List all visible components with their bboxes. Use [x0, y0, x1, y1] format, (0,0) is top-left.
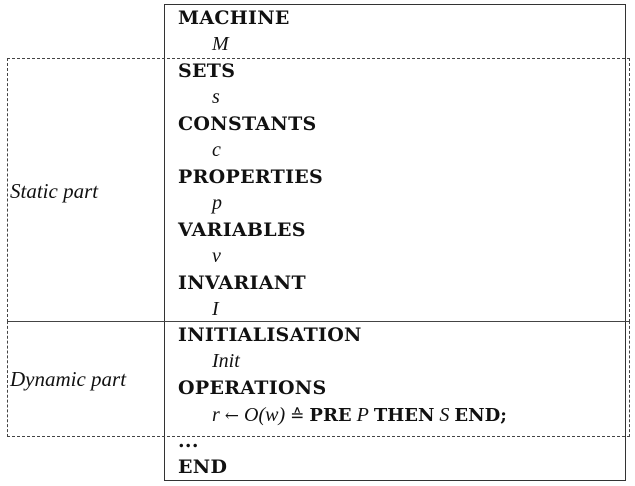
- defeq-symbol: ≙: [290, 406, 305, 426]
- initialisation-keyword: INITIALISATION: [178, 324, 362, 346]
- then-value: S: [439, 404, 450, 426]
- machine-box: [164, 4, 626, 481]
- initialisation-value: Init: [212, 350, 240, 372]
- constants-value: c: [212, 139, 221, 161]
- properties-keyword: PROPERTIES: [178, 166, 324, 188]
- static-part-region: [7, 58, 630, 322]
- operation-definition: r ← O(w) ≙ PRE P THEN S END;: [212, 404, 507, 427]
- variables-value: v: [212, 245, 221, 267]
- dynamic-part-bottom-line: [7, 436, 630, 437]
- machine-keyword: MACHINE: [178, 7, 290, 29]
- operation-end-keyword: END;: [454, 405, 507, 426]
- invariant-value: I: [212, 298, 219, 320]
- sets-keyword: SETS: [178, 60, 236, 82]
- operation-name: O(w): [244, 404, 286, 426]
- operations-keyword: OPERATIONS: [178, 377, 327, 399]
- then-keyword: THEN: [373, 405, 435, 426]
- variables-keyword: VARIABLES: [178, 219, 306, 241]
- operation-result: r: [212, 404, 220, 426]
- static-part-label: Static part: [10, 179, 99, 203]
- sets-value: s: [212, 86, 220, 108]
- ellipsis: ...: [178, 430, 199, 452]
- assign-arrow: ←: [224, 406, 240, 426]
- machine-name: M: [212, 33, 229, 55]
- properties-value: p: [212, 192, 222, 214]
- pre-keyword: PRE: [309, 405, 352, 426]
- end-keyword: END: [178, 456, 228, 478]
- dynamic-part-label: Dynamic part: [10, 367, 127, 391]
- pre-value: P: [356, 404, 369, 426]
- invariant-keyword: INVARIANT: [178, 272, 306, 294]
- static-dynamic-divider: [7, 321, 630, 322]
- constants-keyword: CONSTANTS: [178, 113, 317, 135]
